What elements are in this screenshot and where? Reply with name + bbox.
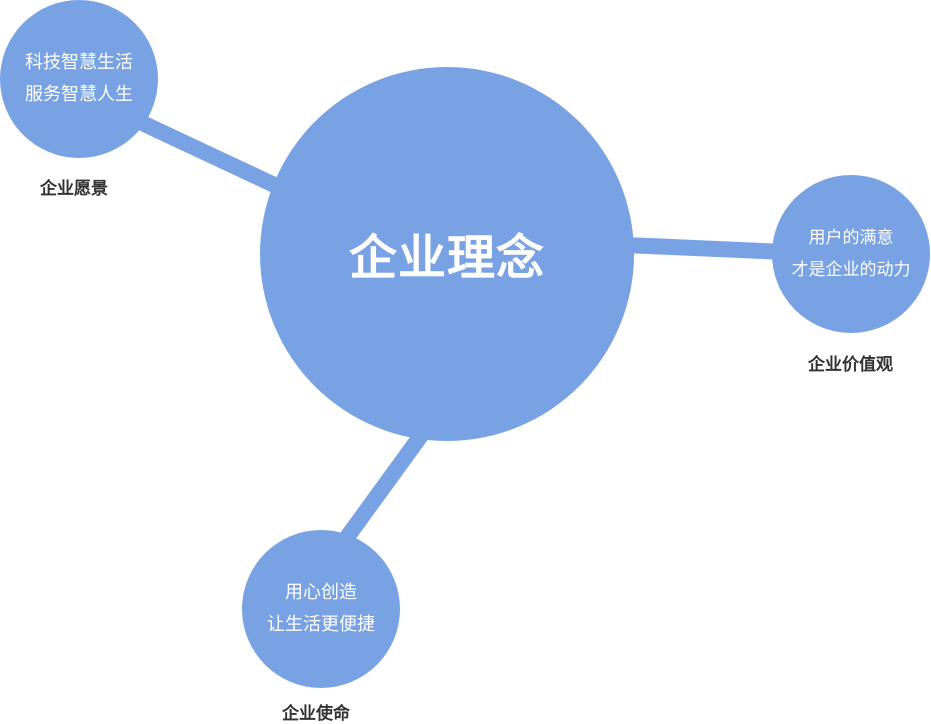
vision-line-2: 服务智慧人生 — [25, 84, 133, 105]
mission-line-2: 让生活更便捷 — [267, 614, 375, 635]
connector-values — [624, 237, 786, 260]
connector-mission — [338, 425, 432, 545]
connector-vision — [136, 114, 289, 198]
center-title: 企业理念 — [348, 230, 545, 286]
values-circle: 用户的满意 才是企业的动力 — [772, 175, 930, 333]
mission-caption: 企业使命 — [282, 704, 350, 724]
vision-line-1: 科技智慧生活 — [25, 52, 133, 73]
center-concept-circle: 企业理念 — [260, 67, 634, 441]
mission-line-1: 用心创造 — [285, 582, 357, 603]
values-line-1: 用户的满意 — [808, 228, 894, 248]
mission-circle: 用心创造 让生活更便捷 — [242, 530, 400, 688]
vision-circle: 科技智慧生活 服务智慧人生 — [0, 0, 158, 158]
values-caption: 企业价值观 — [808, 355, 893, 375]
values-line-2: 才是企业的动力 — [791, 260, 911, 280]
vision-caption: 企业愿景 — [40, 179, 108, 199]
